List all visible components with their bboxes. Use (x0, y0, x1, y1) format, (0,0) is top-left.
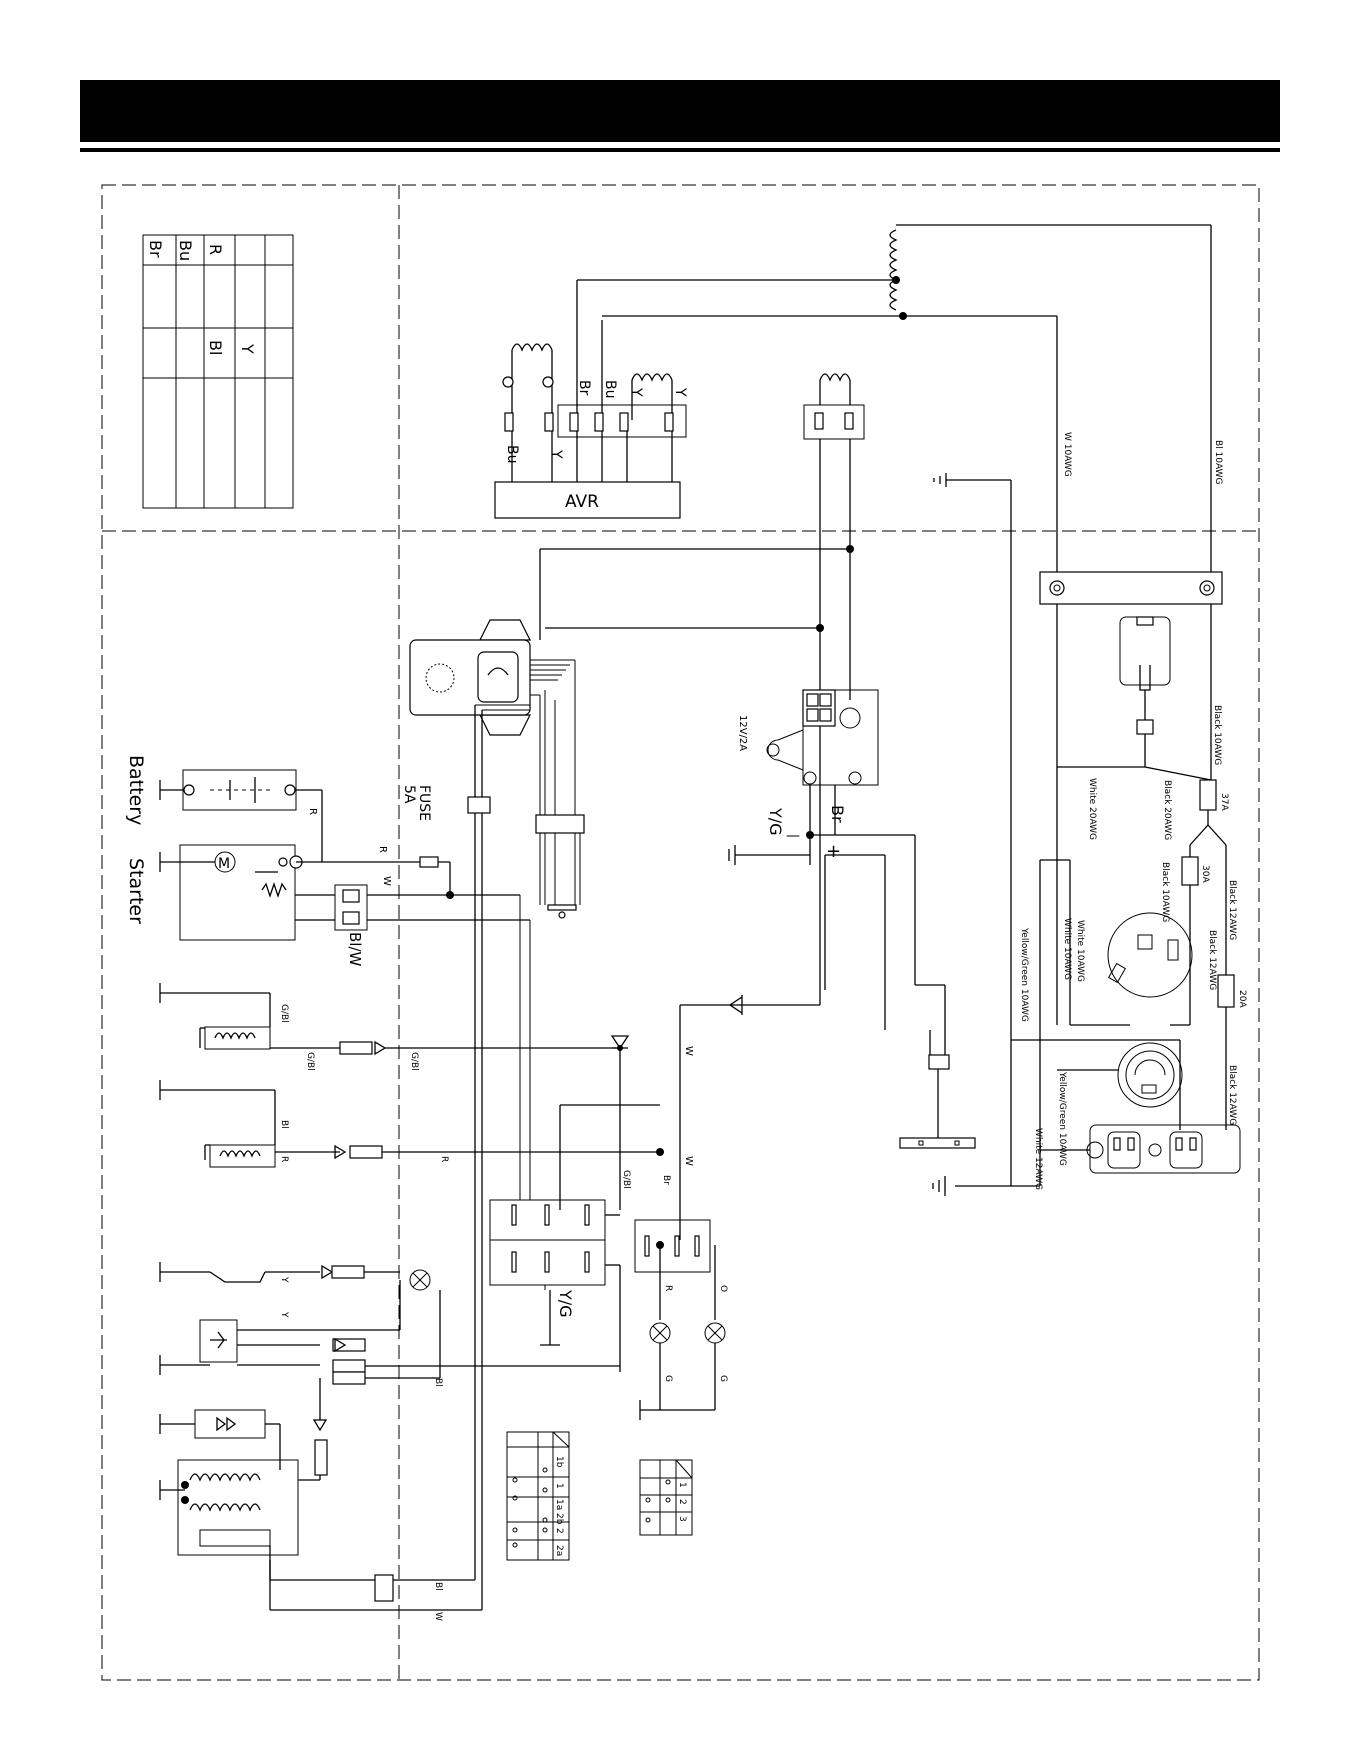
wire-code-y-1: Y (279, 1276, 289, 1283)
wire-code-gbl-sw: G/Bl (621, 1170, 631, 1189)
fuse-label-2: 5A (401, 785, 417, 804)
avr-label: AVR (565, 492, 599, 512)
wire-w10awg: W 10AWG (1062, 432, 1072, 477)
starter-label: Starter (125, 858, 147, 924)
br-label: Br (828, 805, 847, 823)
wire-code-br-sw: Br (661, 1175, 671, 1185)
battery: Battery R (125, 755, 323, 862)
header-bar (80, 80, 1280, 142)
wire-code-o-lamp: O (718, 1285, 728, 1292)
signal-wires (539, 545, 854, 640)
wire-code-g-lamp1: G (663, 1375, 673, 1382)
minus-label: — (786, 828, 800, 844)
yg-label: Y/G (766, 807, 785, 836)
color-code-y: Y (238, 343, 257, 354)
switch-table-1: 1b 1 1a 2b 2 2a (506, 1431, 570, 1561)
charge-regulator: 12V/2A Br Y/G — + (728, 689, 945, 1030)
switch-table-2: 1 2 3 (639, 1459, 693, 1536)
switch-table-2-h3: 3 (677, 1516, 687, 1522)
plus-label: + (826, 841, 841, 862)
wire-black20awg: Black 20AWG (1162, 780, 1172, 840)
ground-top (933, 473, 1012, 1186)
avr-wire-bu2: Bu (602, 380, 618, 398)
bottom-coils: Bl W (159, 1378, 483, 1621)
wire-code-r-coil2a: R (279, 1156, 289, 1162)
output-panel: 37A Black 10AWG Black 20AWG White 20AWG … (932, 571, 1247, 1196)
wire-code-r-coil2b: R (439, 1156, 449, 1162)
switch-table-1-h2: 1 (554, 1483, 564, 1489)
engine-switch: Y/G G/Bl Br (489, 1104, 671, 1372)
wire-code-r-lamp: R (663, 1285, 673, 1291)
switch-yg-label: Y/G (556, 1289, 575, 1318)
wire-black10awg-2: Black 10AWG (1160, 862, 1170, 922)
panel-borders (101, 184, 1260, 1681)
wire-black10awg-1: Black 10AWG (1212, 705, 1222, 765)
switch-table-1-h1: 1b (554, 1456, 564, 1468)
avr-wire-y3: Y (672, 387, 688, 397)
wire-code-g-lamp2: G (718, 1375, 728, 1382)
wire-code-r-battery: R (307, 808, 318, 815)
label-30a: 30A (1200, 865, 1210, 883)
color-code-bu: Bu (176, 240, 195, 261)
switch-table-1-h6: 2a (554, 1545, 564, 1556)
wire-code-bl-rect: Bl (433, 1378, 443, 1387)
wire-yg10awg-2: Yellow/Green 10AWG (1057, 1071, 1067, 1166)
solenoid-wire-label: Bl/W (346, 932, 364, 967)
switch-table-1-h5: 2 (554, 1528, 564, 1534)
wire-code-w-diode1: W (683, 1046, 694, 1056)
ac-12v2a-label: 12V/2A (737, 715, 748, 751)
label-37a: 37A (1219, 793, 1229, 811)
wire-yg10awg-1: Yellow/Green 10AWG (1019, 927, 1029, 1022)
wire-code-w-bottom: W (433, 1612, 443, 1621)
avr-wire-br: Br (576, 380, 592, 396)
wire-code-y-2: Y (279, 1311, 289, 1318)
lamp-switch: R O G G (634, 1219, 728, 1420)
motor-label: M (218, 856, 230, 872)
color-code-r: R (206, 244, 225, 255)
ignition-coil-2: Bl R R (159, 1080, 664, 1168)
cable-crossovers (519, 895, 546, 1290)
label-20a: 20A (1237, 990, 1247, 1008)
wire-black12awg-3: Black 12AWG (1227, 1065, 1237, 1125)
wire-white12awg: White 12AWG (1033, 1128, 1043, 1190)
rectifier: Bl (159, 1280, 620, 1387)
switch-table-1-h3: 1a (554, 1499, 564, 1510)
color-code-bl: Bl (206, 340, 225, 355)
avr-block: AVR Bu Y Br Bu Y Y (494, 280, 688, 519)
control-module (409, 619, 585, 1580)
wire-code-r-starter: R (377, 846, 388, 853)
color-code-table: Br Bu R Bl Y (142, 234, 294, 509)
switch-table-2-h2: 2 (677, 1499, 687, 1505)
avr-wire-y: Y (548, 449, 564, 459)
color-code-br: Br (146, 240, 165, 258)
diodes: W W (610, 865, 821, 1240)
wire-code-w-diode2: W (683, 1156, 694, 1166)
starter: M Starter FUSE 5A R W Bl/W (125, 785, 530, 967)
wire-black12awg-2: Black 12AWG (1207, 930, 1217, 990)
switch-table-2-h1: 1 (677, 1482, 687, 1488)
battery-label: Battery (125, 755, 147, 825)
wire-code-gbl-1: G/Bl (279, 1004, 289, 1023)
oil-sensor: Y Y (159, 1262, 431, 1318)
wire-code-w-starter: W (381, 876, 392, 886)
wire-black12awg-1: Black 12AWG (1227, 880, 1237, 940)
avr-wire-bu: Bu (504, 445, 520, 463)
header-rule (80, 148, 1280, 152)
wire-code-gbl-2: G/Bl (305, 1052, 315, 1071)
wire-white10awg-2: White 10AWG (1062, 918, 1072, 980)
wire-code-bl-bottom: Bl (433, 1582, 443, 1591)
avr-wire-y2: Y (628, 387, 644, 397)
ignition-coil-1: G/Bl G/Bl G/Bl (159, 983, 620, 1071)
stator-winding: W 10AWG Bl 10AWG (577, 224, 1223, 590)
wire-white10awg-1: White 10AWG (1075, 920, 1085, 982)
wire-code-bl-coil2: Bl (279, 1120, 289, 1129)
fuse-label-1: FUSE (416, 785, 432, 821)
wire-white20awg: White 20AWG (1087, 778, 1097, 840)
dc-output (899, 985, 976, 1149)
wire-code-gbl-3: G/Bl (409, 1052, 419, 1071)
wire-bl10awg: Bl 10AWG (1213, 440, 1223, 485)
charge-coil (803, 373, 865, 865)
switch-table-1-h4: 2b (554, 1513, 564, 1525)
